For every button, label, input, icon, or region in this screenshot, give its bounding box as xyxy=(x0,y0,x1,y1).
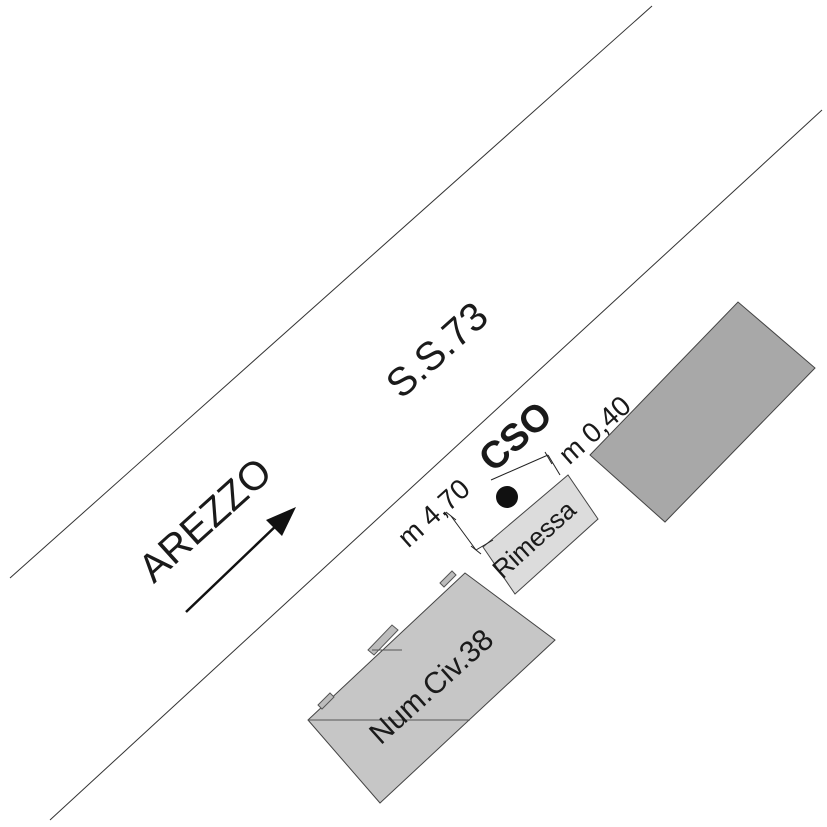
building-main-detail xyxy=(317,692,335,710)
building-main xyxy=(307,572,556,804)
building-main-detail xyxy=(367,624,399,656)
filled-circle-marker-icon xyxy=(496,486,518,508)
direction-label: AREZZO xyxy=(130,450,280,591)
dimension-tick xyxy=(544,451,553,465)
road-edge-south xyxy=(49,109,823,821)
dimension-line xyxy=(547,454,561,476)
dimension-tick xyxy=(445,511,457,521)
dimension-line-to-road xyxy=(450,515,477,551)
neighbor-building xyxy=(589,301,816,523)
point-label: CSO xyxy=(471,394,560,480)
dimension-label-to-road: m 4,70 xyxy=(391,473,475,553)
dimension-line-to-building xyxy=(490,454,549,481)
road-edge-north xyxy=(9,5,653,579)
building-garage xyxy=(482,474,599,595)
building-main-detail xyxy=(439,570,457,588)
dimension-line xyxy=(475,539,494,551)
arrow-northeast-icon xyxy=(185,507,296,613)
road-name-label: S.S.73 xyxy=(378,294,497,407)
